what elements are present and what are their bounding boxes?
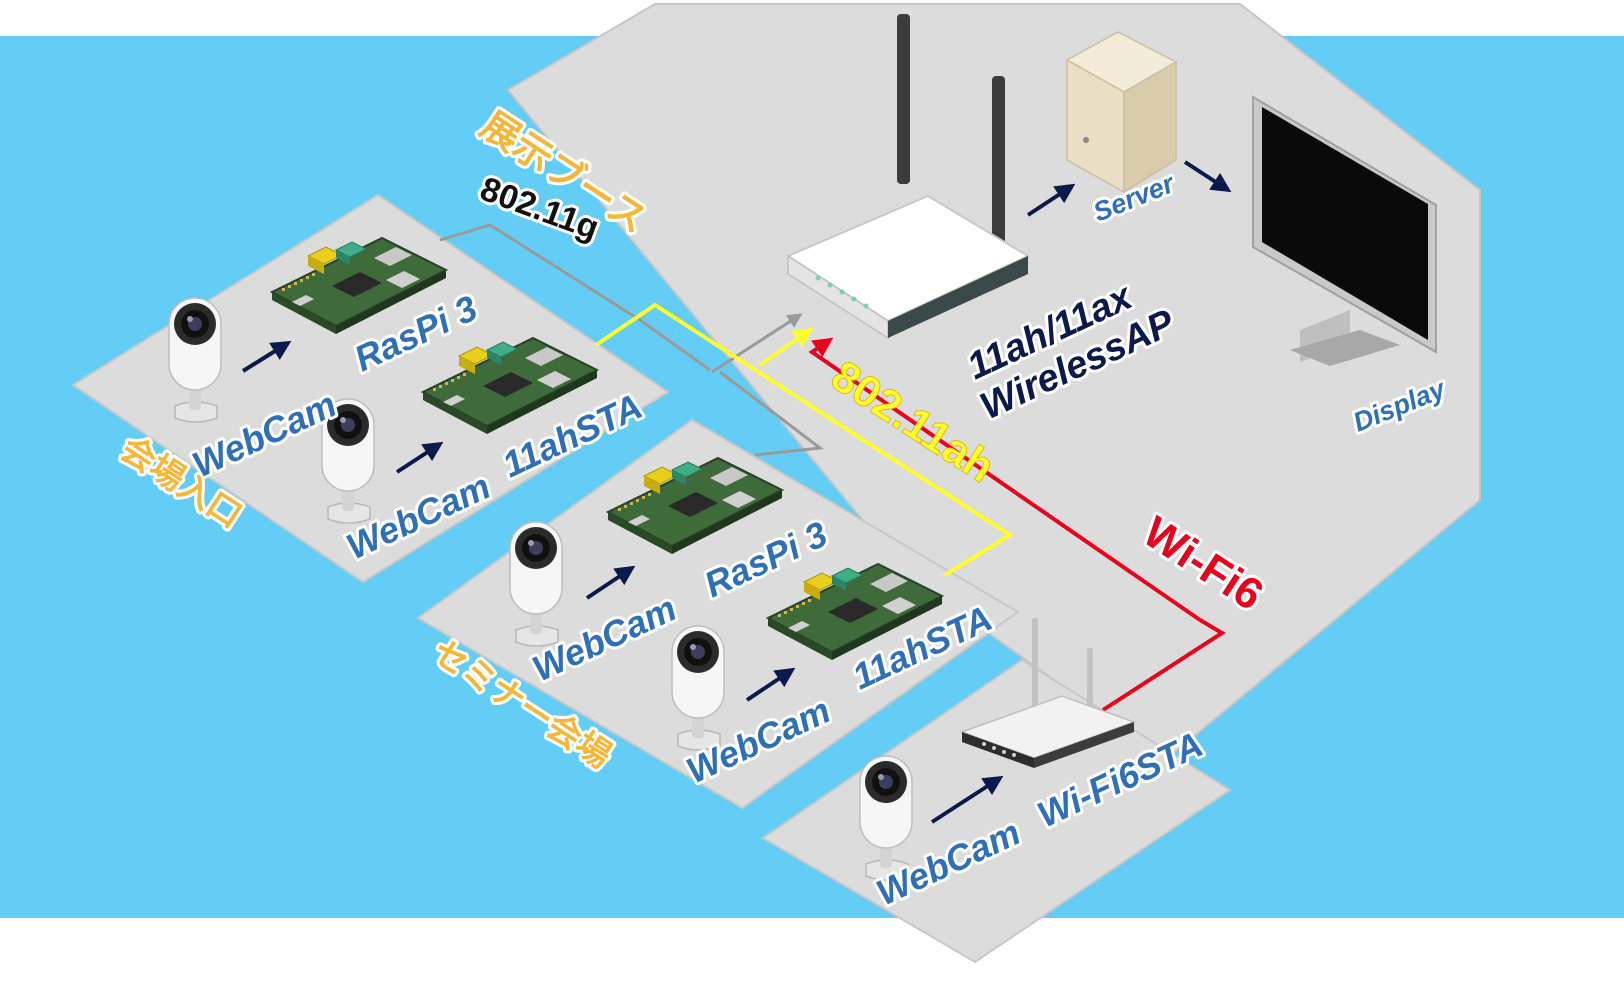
link-80211g	[439, 223, 824, 457]
display	[1252, 95, 1437, 366]
seminar-floor	[416, 418, 1020, 810]
entrance-floor	[71, 193, 670, 584]
booth-floor	[506, 3, 1481, 762]
monitor-base	[1290, 330, 1400, 366]
arrow-icon	[930, 775, 1004, 824]
flow-arrows	[241, 160, 1232, 824]
server-side	[1123, 60, 1177, 194]
arrow-icon	[585, 565, 636, 600]
sta-antenna-left	[1032, 618, 1038, 713]
wifi6-sta	[961, 618, 1135, 769]
monitor-screen	[1262, 107, 1428, 340]
link-wifi6	[808, 337, 1226, 712]
link-80211g-arrow	[711, 313, 803, 374]
arrow-icon	[1026, 183, 1076, 217]
arrow-icon	[745, 667, 796, 702]
access-point	[787, 14, 1029, 339]
server-led	[1083, 137, 1089, 143]
ap-antenna-left	[897, 14, 910, 184]
arrow-icon	[395, 441, 444, 474]
arrow-icon	[1183, 160, 1232, 193]
link-80211ah	[594, 302, 1014, 577]
arrow-icon	[241, 340, 292, 373]
server	[1065, 31, 1178, 194]
ap-antenna-right	[992, 76, 1005, 246]
